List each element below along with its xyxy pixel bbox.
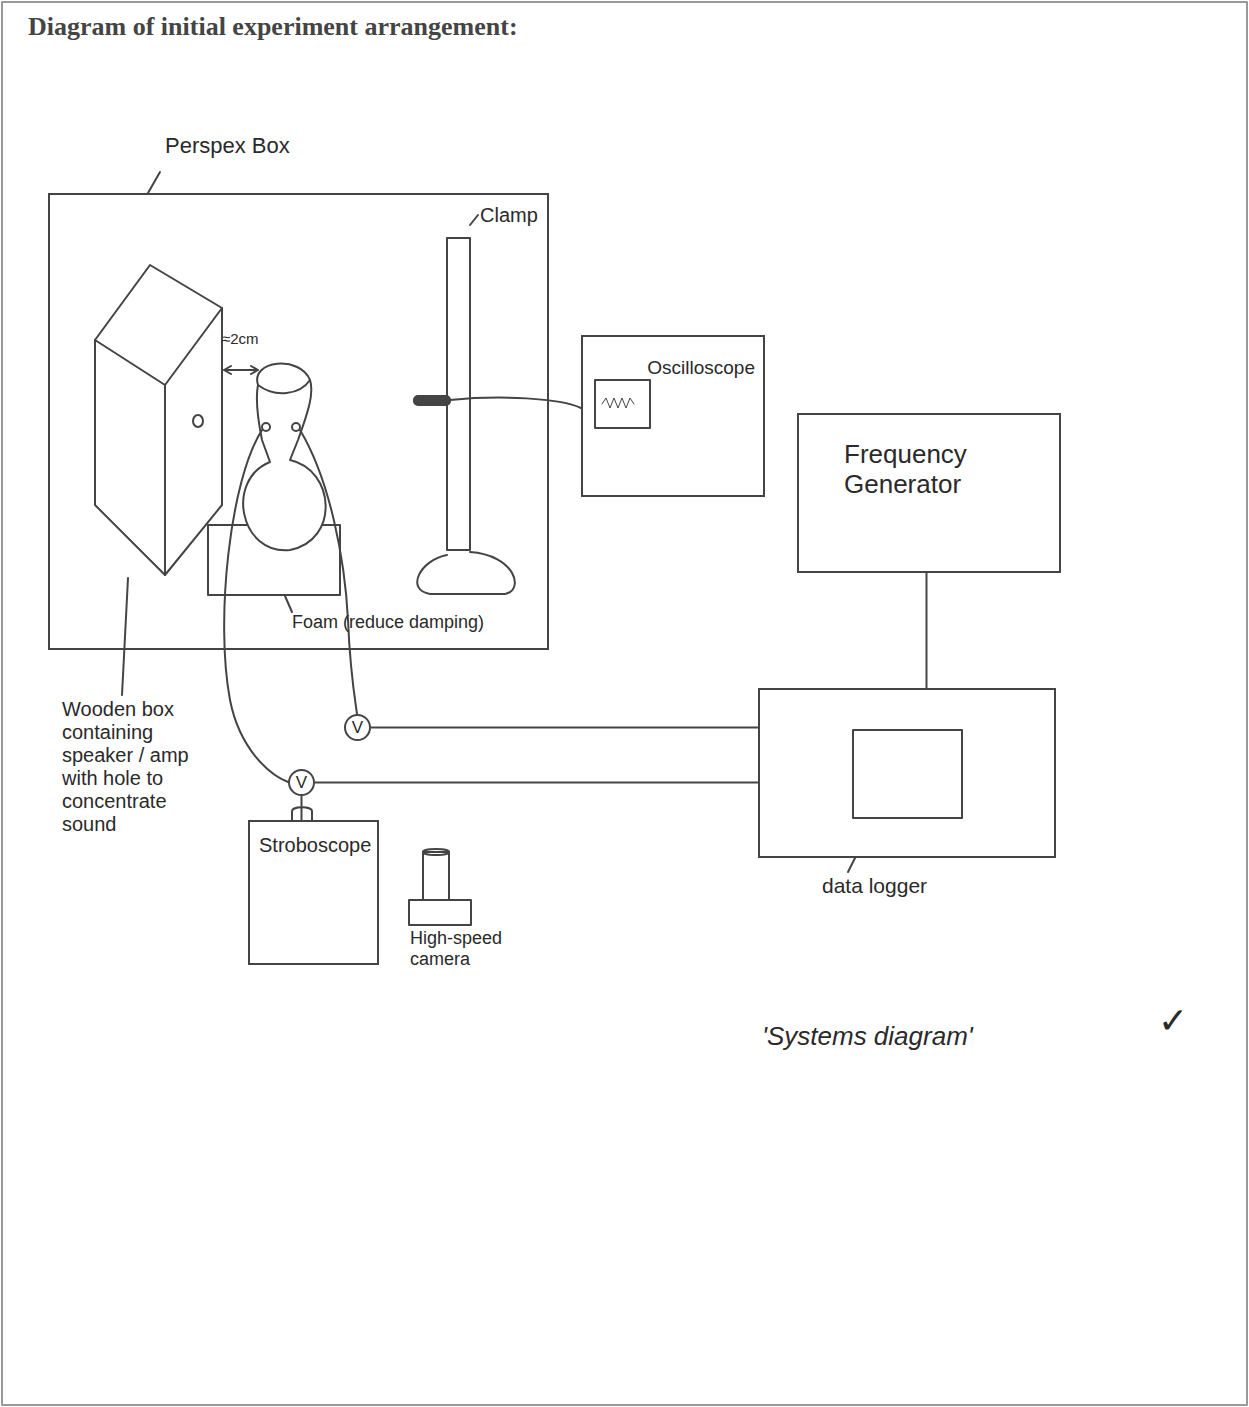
tick-mark: ✓ [1158, 1000, 1188, 1041]
node-label: data logger [822, 874, 927, 898]
node-label: V [346, 716, 369, 739]
high-speed-camera [409, 849, 471, 925]
voltmeter-symbol: V [344, 714, 371, 741]
clamp-stand [414, 215, 515, 594]
page-title: Diagram of initial experiment arrangemen… [28, 12, 518, 42]
node-label: V [290, 771, 313, 794]
wire-connector [315, 782, 758, 784]
node-label: Frequency Generator [844, 440, 1019, 500]
part-label: Wooden box containing speaker / amp with… [62, 698, 207, 836]
part-label: Foam (reduce damping) [292, 612, 484, 633]
dimension-label: ≈2cm [222, 330, 259, 347]
part-label: High-speed camera [410, 928, 515, 969]
waveform [602, 398, 634, 408]
stroboscope-box: Stroboscope [248, 820, 379, 965]
wire [300, 430, 357, 714]
wire-connector [371, 727, 758, 729]
wire-connector [926, 573, 928, 688]
wooden-box [95, 265, 222, 575]
leader-line [122, 578, 128, 695]
part-label: Clamp [480, 204, 538, 227]
marker-note: 'Systems diagram' [762, 1022, 973, 1052]
dimension-arrow [224, 366, 258, 374]
oscilloscope-box: Oscilloscope [581, 335, 765, 497]
logger-screen [853, 730, 962, 818]
wire [224, 430, 288, 782]
perspex-box: Perspex Box [48, 193, 549, 650]
node-label: Oscilloscope [647, 357, 755, 379]
wire-connector [301, 796, 303, 820]
node-label: Perspex Box [165, 133, 290, 158]
data-logger-box: data logger [758, 688, 1056, 858]
leader-line [848, 858, 855, 872]
leader-line [285, 596, 292, 612]
frequency-generator-box: Frequency Generator [797, 413, 1061, 573]
leader-line [148, 172, 160, 193]
node-label: Stroboscope [259, 834, 371, 857]
wire [450, 398, 581, 408]
scope-screen [595, 380, 650, 428]
voltmeter-symbol: V [288, 769, 315, 796]
